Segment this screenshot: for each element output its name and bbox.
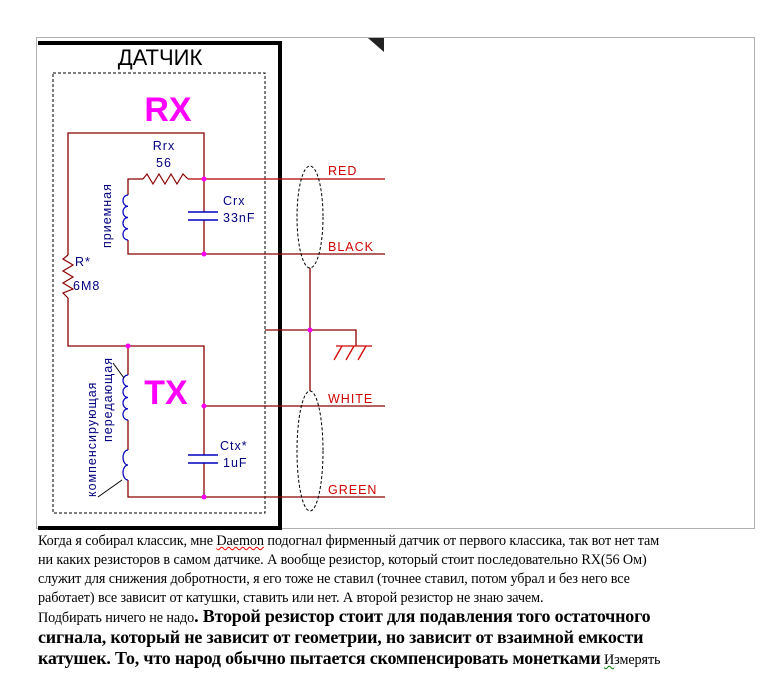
schematic-figure [36, 37, 755, 529]
rx-label: RX [144, 91, 192, 129]
tx-label: TX [144, 374, 188, 412]
shield-boundary [52, 72, 266, 514]
coil-tx-label: передающая [101, 357, 115, 442]
paragraph-line-bold: сигнала, который не зависит от геометрии… [38, 627, 644, 647]
text-segment: Подбирать ничего не надо [38, 610, 195, 626]
grammar-flagged-letter: И [603, 652, 615, 668]
rrx-name: Rrx [153, 139, 175, 153]
capacitor-ctx-icon [188, 454, 218, 464]
cable-shield-tx [296, 390, 324, 512]
ctx-value: 1uF [223, 456, 248, 470]
bold-text-segment: . Второй резистор стоит для подавления т… [194, 606, 651, 626]
coil-comp-icon [122, 449, 129, 481]
wire-white-label: WHITE [328, 392, 373, 406]
paragraph-line: Подбирать ничего не надо. Второй резисто… [38, 606, 651, 627]
corner-mark [368, 38, 384, 52]
cable-shield-rx [296, 165, 324, 269]
coil-rx-icon [122, 194, 129, 241]
ctx-name: Ctx* [220, 439, 248, 453]
coil-tx-icon [122, 374, 129, 421]
paragraph-line: служит для снижения добротности, я его т… [38, 571, 630, 587]
wire-black-label: BLACK [328, 240, 374, 254]
text-segment: подогнал фирменный датчик от первого кла… [263, 533, 660, 549]
wire-green-label: GREEN [328, 483, 377, 497]
capacitor-crx-icon [188, 211, 218, 221]
sensor-housing [38, 41, 282, 530]
r-name: R* [75, 255, 91, 269]
coil-comp-label: компенсирующая [85, 382, 99, 497]
junction-dots [125, 176, 313, 500]
r-value: 6M8 [73, 279, 100, 293]
paragraph-line: Когда я собирал классик, мне Daemon подо… [38, 533, 659, 550]
sensor-title: ДАТЧИК [118, 45, 203, 70]
bold-text-segment: катушек. То, что народ обычно пытается с… [38, 648, 601, 668]
paragraph-line: катушек. То, что народ обычно пытается с… [38, 648, 661, 669]
crx-name: Crx [223, 194, 245, 208]
ground-icon [333, 345, 372, 361]
rrx-value: 56 [156, 156, 172, 170]
coil-pointers [97, 362, 125, 498]
paragraph-line: ни каких резисторов в самом датчике. А в… [38, 552, 647, 568]
crx-value: 33nF [223, 211, 256, 225]
misspelled-word: Daemon [216, 533, 264, 549]
resistor-rrx-icon [142, 172, 189, 186]
resistor-r-icon [61, 254, 75, 299]
wires [67, 132, 385, 498]
coil-rx-label: приемная [100, 183, 114, 248]
text-segment: змерять [614, 652, 661, 668]
text-segment: Когда я собирал классик, мне [38, 533, 217, 549]
wire-red-label: RED [328, 164, 357, 178]
paragraph-line: работает) все зависит от катушки, ставит… [38, 590, 544, 606]
schematic-diagram: ДАТЧИК RX TX Rrx [38, 38, 385, 530]
